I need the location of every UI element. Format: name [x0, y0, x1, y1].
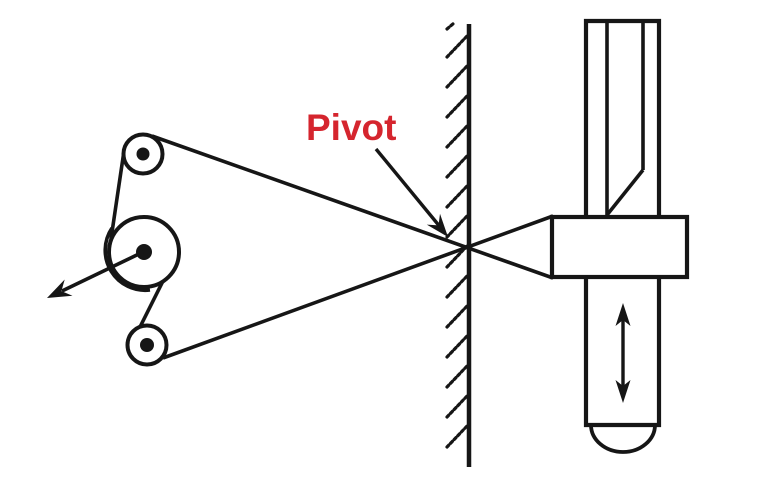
tool-assembly	[549, 18, 690, 454]
big-to-small-cable-line	[138, 278, 166, 328]
left-cable-line	[109, 150, 126, 240]
hatch-line	[445, 303, 470, 329]
hatch-line	[445, 363, 470, 389]
hatch-line	[445, 273, 470, 299]
pulley-system	[47, 132, 181, 367]
dome-tip	[589, 424, 657, 454]
pivot-arrow-shaft	[374, 147, 443, 230]
upper-cable-line	[151, 134, 554, 280]
pivot-annotation: Pivot	[306, 107, 448, 237]
top-pulley-hub	[136, 147, 150, 161]
middle-pulley-hub	[136, 244, 152, 260]
hatch-line	[445, 21, 456, 31]
upper-shaft	[583, 18, 662, 218]
cables	[151, 134, 554, 360]
hatch-line	[445, 33, 470, 59]
pivot-arrowhead-icon	[426, 213, 448, 237]
big-pulley-belt-arc	[103, 226, 151, 293]
pull-force-arrowhead-icon	[47, 279, 73, 298]
motion-arrowhead-down-icon	[615, 380, 631, 403]
pull-force-arrow-shaft	[61, 250, 144, 293]
wall-hatching	[445, 21, 470, 449]
hatch-line	[445, 213, 470, 239]
hatch-line	[445, 423, 470, 449]
vertical-motion-arrow	[615, 303, 631, 403]
hatch-line	[445, 333, 470, 359]
lower-cable-line	[162, 214, 554, 360]
pivot-label: Pivot	[306, 107, 396, 148]
hatch-line	[445, 123, 470, 149]
motion-arrowhead-up-icon	[615, 303, 631, 326]
hatch-line	[445, 153, 470, 179]
hatch-line	[445, 183, 470, 209]
hatch-line	[445, 393, 470, 419]
hatch-line	[445, 93, 470, 119]
clamp-block	[549, 214, 690, 280]
blade-bevel-line	[605, 168, 645, 217]
pull-force-arrow	[47, 250, 144, 298]
lower-shaft	[583, 277, 662, 428]
hatch-line	[445, 63, 470, 89]
bottom-pulley-hub	[140, 338, 154, 352]
